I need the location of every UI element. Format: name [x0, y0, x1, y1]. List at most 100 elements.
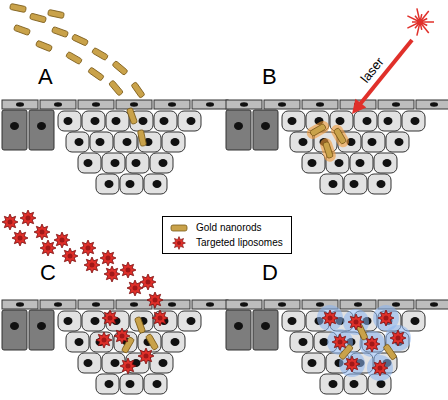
epithelial-cell: [2, 100, 38, 109]
targeted-liposome: [138, 348, 154, 364]
nucleus: [368, 138, 377, 146]
gold-nanorod: [10, 3, 27, 12]
liposome-body: [12, 230, 28, 246]
epithelial-cell: [154, 100, 190, 109]
liposome-core: [370, 342, 375, 347]
liposome-core: [153, 298, 158, 303]
panel-letter: A: [38, 66, 53, 88]
panel-letter: D: [262, 262, 278, 284]
liposome-core: [177, 241, 181, 245]
nucleus: [16, 102, 24, 106]
nucleus: [91, 117, 100, 125]
nucleus: [288, 117, 297, 125]
gold-nanorod: [109, 80, 124, 96]
normal-cell: [2, 310, 27, 350]
liposome-core: [384, 316, 389, 321]
tumor-cell: [66, 132, 89, 152]
nanorod-body: [310, 123, 327, 136]
gold-nanorod: [35, 40, 52, 52]
epithelial-cell: [40, 100, 76, 109]
epithelial-cell: [116, 100, 152, 109]
liposome-body: [152, 310, 168, 326]
liposome-core: [90, 263, 95, 268]
nucleus: [335, 159, 344, 167]
release-halo: [367, 355, 393, 381]
nucleus: [37, 122, 46, 130]
tumor-cell: [354, 111, 377, 131]
nucleus: [329, 380, 338, 388]
tumor-cell: [320, 174, 343, 194]
nucleus: [159, 359, 168, 367]
tissue: [226, 100, 448, 194]
targeted-liposome: [100, 250, 116, 266]
tumor-cell: [178, 111, 201, 131]
tumor-cell: [66, 332, 89, 352]
liposome-body: [120, 358, 136, 374]
tumor-cell: [120, 374, 143, 394]
nucleus: [54, 302, 62, 306]
liposome-body: [364, 336, 380, 352]
targeted-liposome: [364, 336, 380, 352]
targeted-liposome: [173, 236, 186, 249]
nucleus: [308, 159, 317, 167]
nucleus: [75, 138, 84, 146]
targeted-liposome: [152, 310, 168, 326]
legend-entry: Gold nanorods: [168, 220, 286, 235]
tumor-cell: [320, 374, 343, 394]
nucleus: [383, 159, 392, 167]
nucleus: [234, 322, 243, 330]
gold-nanorod: [126, 107, 137, 124]
liposome-body: [20, 210, 36, 226]
gold-nanorod: [29, 13, 46, 23]
epithelial-cell: [116, 300, 152, 309]
legend-text: Gold nanorods: [196, 222, 262, 233]
epithelial-cell: [78, 300, 114, 309]
laser-beam: [358, 40, 412, 106]
liposome-body: [54, 232, 70, 248]
nucleus: [299, 338, 308, 346]
gold-nanorod: [319, 137, 338, 164]
nucleus: [130, 102, 138, 106]
liposome-core: [26, 216, 31, 221]
heat-glow: [305, 119, 332, 141]
epithelial-cell: [264, 300, 300, 309]
liposome-core: [18, 236, 23, 241]
targeted-liposome: [332, 334, 348, 350]
nucleus: [75, 338, 84, 346]
liposome-body: [102, 310, 118, 326]
epithelial-cell: [302, 100, 338, 109]
panel-letter: B: [262, 66, 277, 88]
nanorod-body: [66, 51, 83, 64]
liposome-body: [332, 334, 348, 350]
nucleus: [54, 102, 62, 106]
nanorod-body: [171, 225, 187, 231]
nucleus: [126, 380, 135, 388]
liposome-core: [144, 354, 149, 359]
liposome-core: [108, 316, 113, 321]
nucleus: [384, 117, 393, 125]
targeted-liposome: [102, 310, 118, 326]
laser-label: laser: [358, 55, 386, 85]
nucleus: [411, 317, 420, 325]
laser-arrowhead: [352, 99, 366, 114]
nanorod-body: [323, 141, 334, 158]
epithelial-cell: [340, 300, 376, 309]
tumor-cell: [102, 153, 125, 173]
tumor-cell: [282, 111, 305, 131]
targeted-liposome: [62, 248, 78, 264]
nucleus: [430, 102, 438, 106]
tumor-cell: [178, 311, 201, 331]
nucleus: [112, 117, 121, 125]
liposome-body: [2, 214, 18, 230]
nucleus: [278, 302, 286, 306]
liposome-body: [104, 266, 120, 282]
nucleus: [153, 380, 162, 388]
legend-text: Targeted liposomes: [196, 237, 283, 248]
liposome-core: [120, 334, 125, 339]
tumor-cell: [90, 332, 113, 352]
tumor-cell: [102, 353, 125, 373]
tumor-cell: [154, 111, 177, 131]
targeted-liposome: [140, 274, 156, 290]
tumor-cell: [344, 374, 367, 394]
tumor-cell: [374, 153, 397, 173]
